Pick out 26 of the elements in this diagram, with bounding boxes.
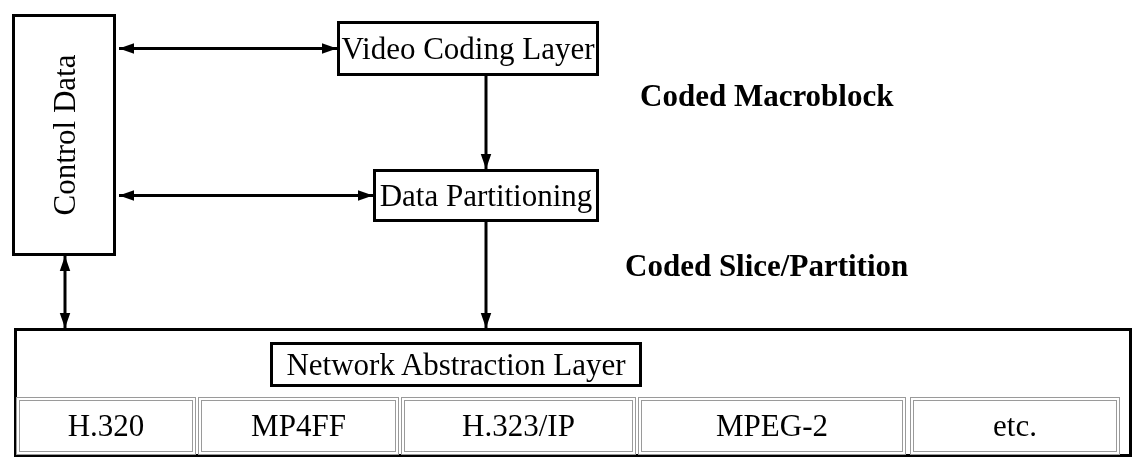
process-box: [373, 169, 599, 222]
box-label: H.320: [67, 408, 145, 444]
format-box: [638, 397, 906, 455]
layer-box: [14, 328, 1132, 457]
arrow: [119, 190, 373, 201]
box-label: Network Abstraction Layer: [286, 346, 626, 383]
box-label: MPEG-2: [716, 408, 828, 444]
format-box: [198, 397, 399, 455]
box-label: Data Partitioning: [379, 177, 593, 214]
vertical-label: Control Data: [46, 54, 82, 216]
arrow: [480, 76, 492, 169]
format-box: [16, 397, 196, 455]
edge-label: Coded Macroblock: [640, 78, 894, 114]
arrow: [480, 222, 492, 328]
format-box: [910, 397, 1120, 455]
box-label: Video Coding Layer: [341, 30, 595, 67]
arrow: [59, 256, 71, 328]
vertical-box: [12, 14, 116, 256]
format-box: [401, 397, 636, 455]
edge-label: Coded Slice/Partition: [625, 248, 909, 284]
process-box: [337, 21, 599, 76]
box-label: H.323/IP: [462, 408, 575, 444]
process-box: [270, 342, 642, 387]
box-label: etc.: [993, 408, 1037, 444]
arrow: [119, 43, 337, 54]
box-label: MP4FF: [251, 408, 346, 444]
